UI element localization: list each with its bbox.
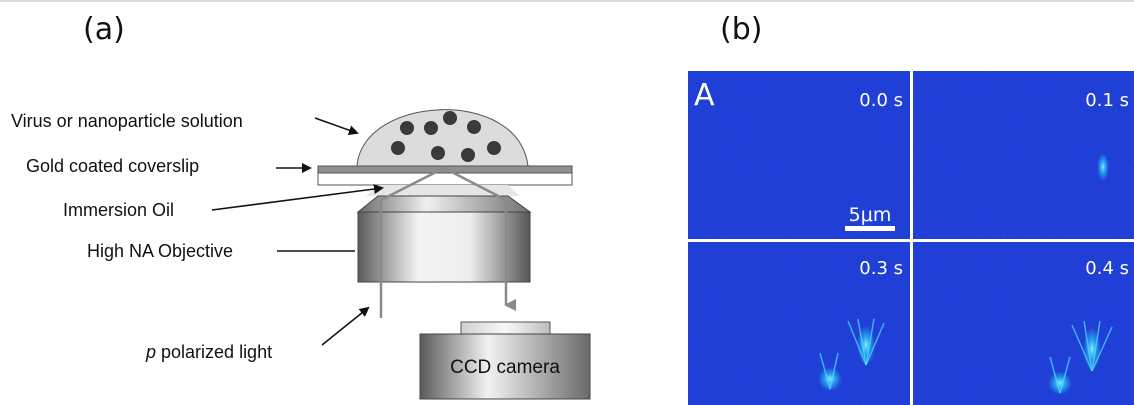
nanoparticles [391,111,501,162]
callout-oil: Immersion Oil [63,200,174,220]
frame-2-feature [1097,153,1109,181]
callout-light-text: polarized light [156,342,272,362]
camera-lens [460,321,551,335]
callout-light: p polarized light [145,342,272,362]
objective-body [357,211,531,283]
panel-a-label: (a) [83,12,125,47]
callout-light-arrow [321,306,370,346]
frame-3-feature [818,318,885,391]
callout-light-prefix: p [145,342,156,362]
scale-bar [845,226,895,231]
setup-schematic: CCD camera Virus or nanoparticle solutio… [11,109,591,400]
callout-coverslip: Gold coated coverslip [26,156,199,176]
corner-letter: A [694,78,715,113]
scale-bar-label: 5μm [849,204,892,226]
coverslip-glass [317,172,573,186]
callout-solution: Virus or nanoparticle solution [11,111,243,131]
callout-oil-arrow [211,184,384,211]
frame-4-feature [1048,320,1113,395]
divider-vertical [910,71,913,405]
micrograph: A 0.0 s 0.1 s 0.3 s 0.4 s 5μm [688,71,1134,405]
frame-3-time: 0.3 s [859,258,903,279]
divider-horizontal [688,239,1134,242]
callout-objective: High NA Objective [87,241,233,261]
top-divider [0,0,1134,2]
panel-b-label: (b) [720,12,763,47]
frame-2-time: 0.1 s [1085,90,1129,111]
light-path [379,166,516,318]
ccd-camera-body [419,333,591,400]
callout-solution-arrow [314,117,359,136]
frame-4-time: 0.4 s [1085,258,1129,279]
ccd-camera-label: CCD camera [450,357,560,378]
frame-1-time: 0.0 s [859,90,903,111]
